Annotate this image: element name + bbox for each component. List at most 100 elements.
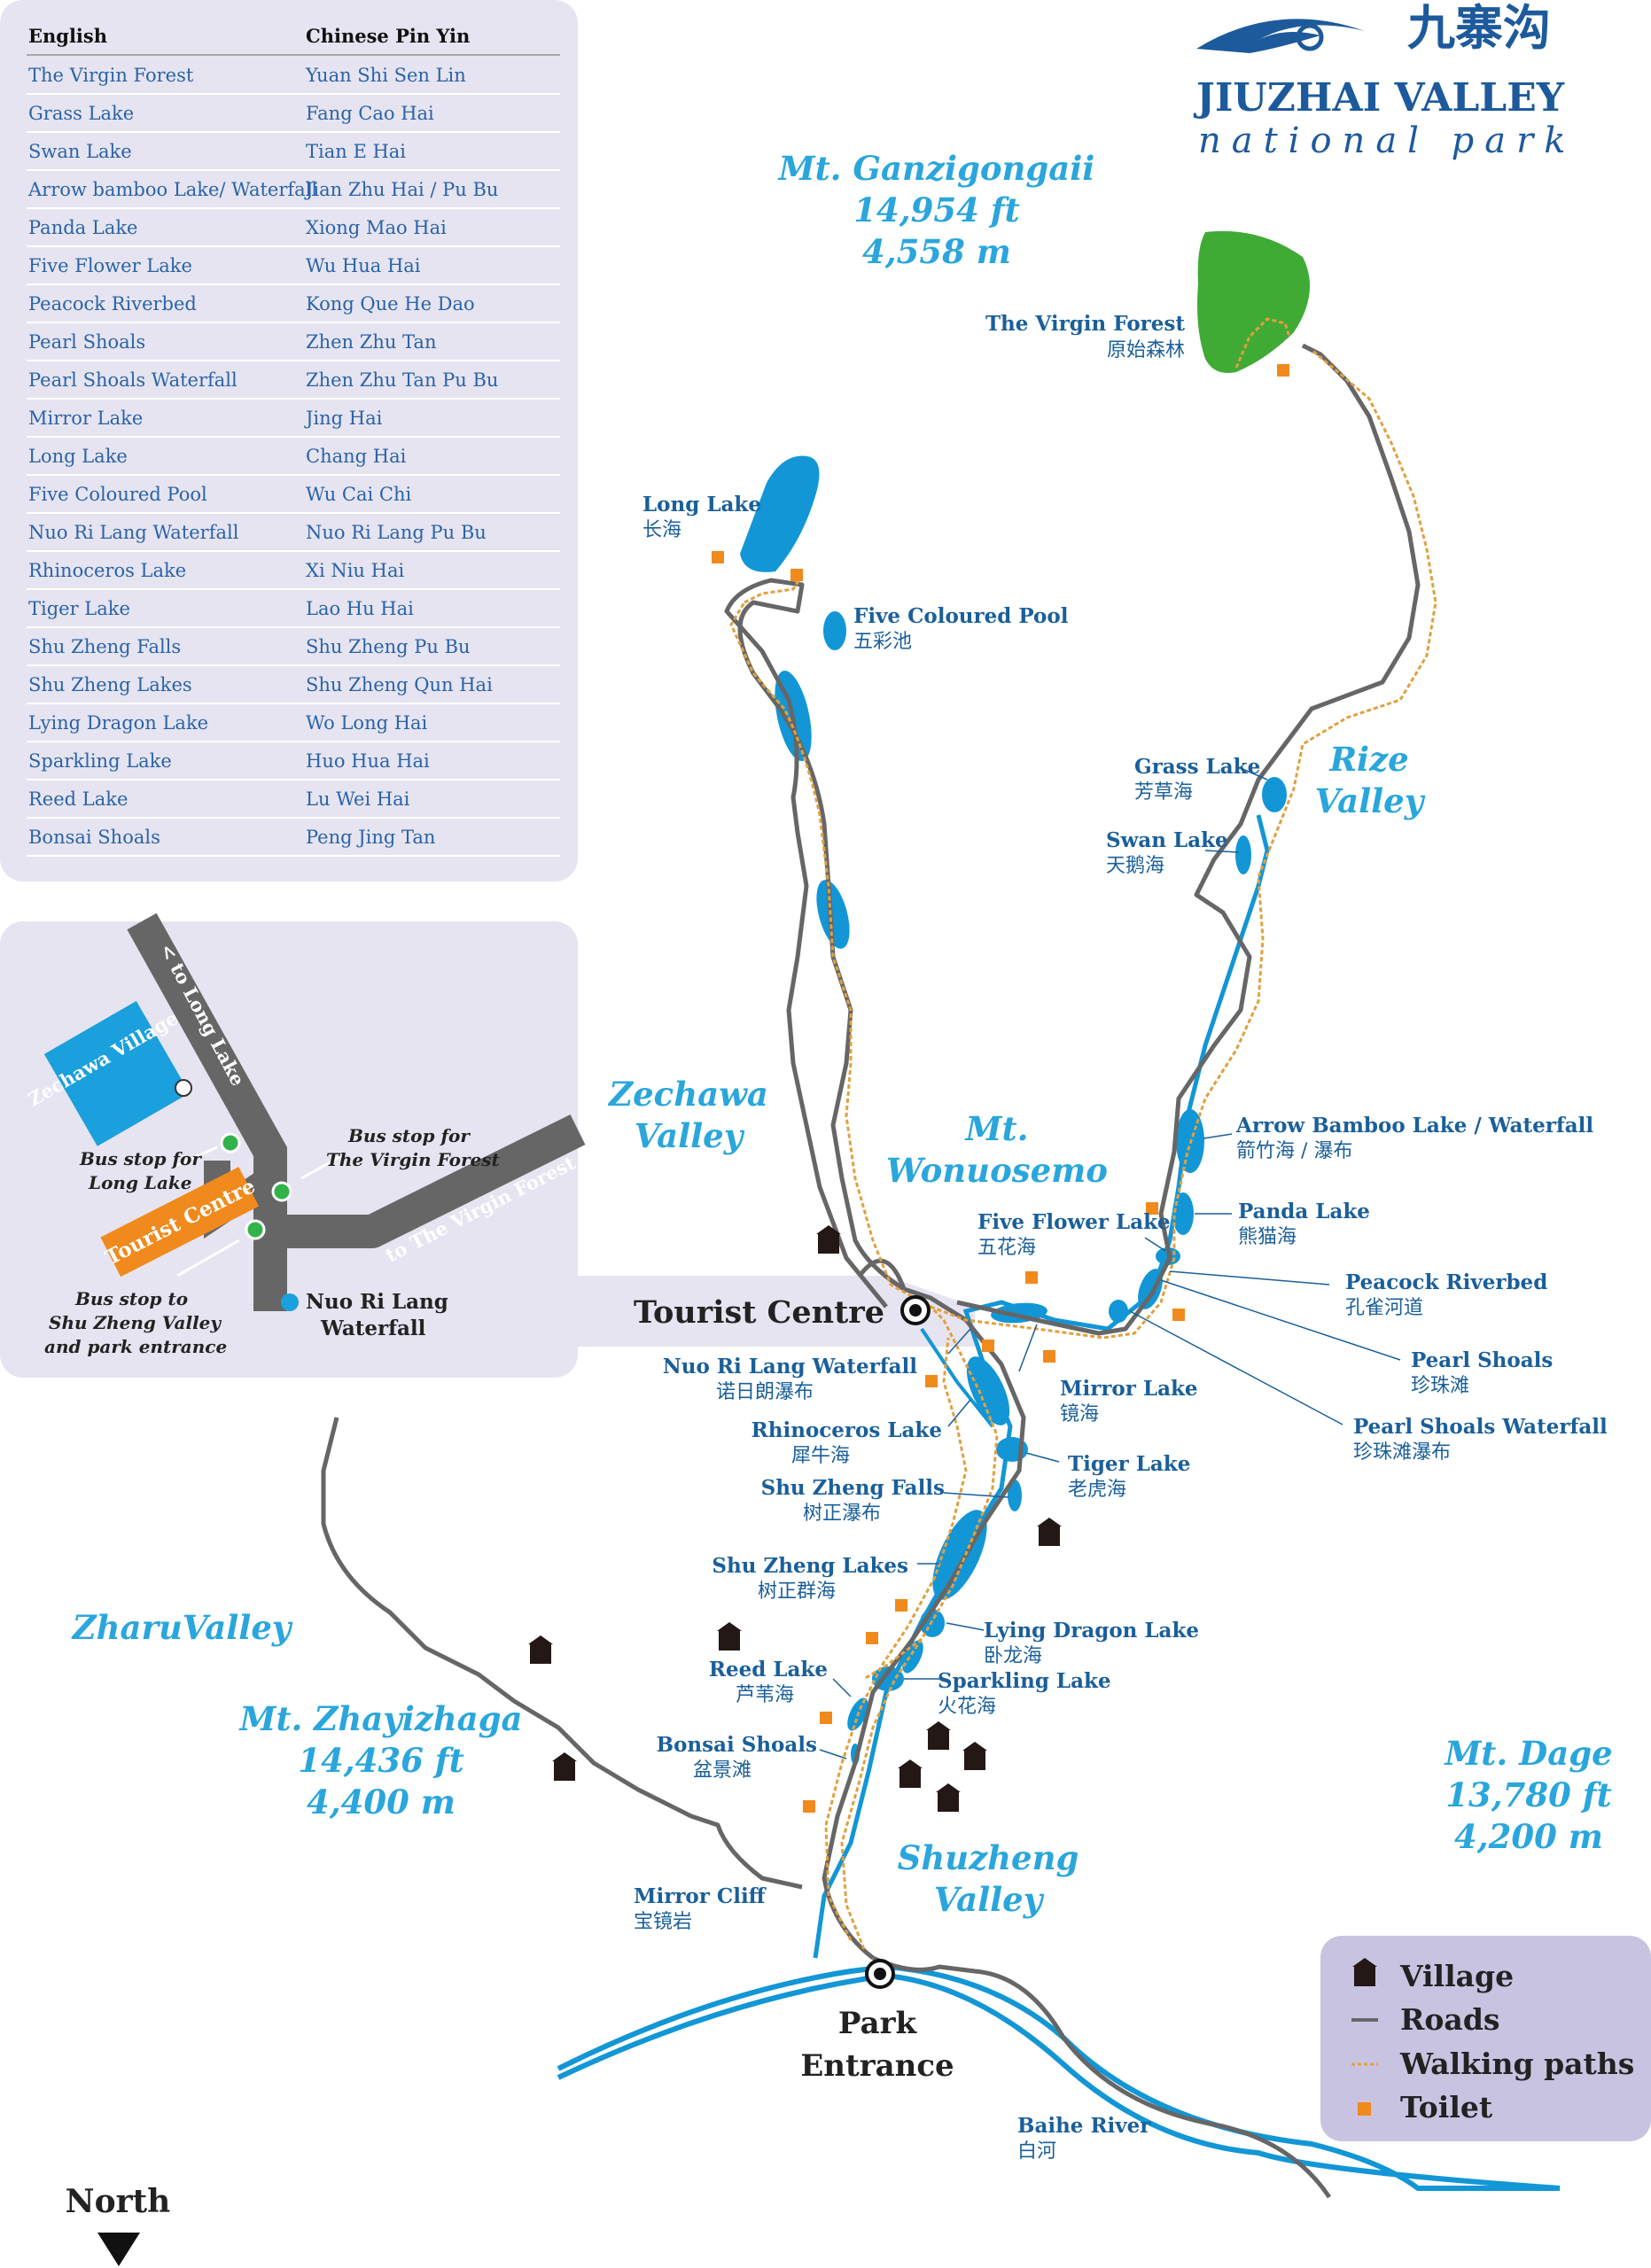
zechawa-valley-2: Valley <box>635 1116 745 1155</box>
label-tourist-centre: Tourist Centre <box>634 1294 884 1331</box>
north-indicator: North <box>66 2183 171 2266</box>
mt-zhayizhaga-name: Mt. Zhayizhaga <box>238 1699 523 1738</box>
walking-paths <box>729 317 1437 1950</box>
table-cell-pinyin: Nuo Ri Lang Pu Bu <box>306 522 487 543</box>
table-cell-pinyin: Wu Cai Chi <box>306 484 412 505</box>
brand-logo: 九寨沟 JIUZHAI VALLEY national park <box>1193 0 1577 161</box>
label-peacock-zh: 孔雀河道 <box>1345 1297 1423 1319</box>
table-cell-english: Tiger Lake <box>28 598 130 619</box>
label-swan-lake-en: Swan Lake <box>1106 828 1228 852</box>
label-grass-lake-en: Grass Lake <box>1134 755 1260 779</box>
label-arrow-bamboo-en: Arrow Bamboo Lake / Waterfall <box>1235 1114 1593 1138</box>
table-cell-pinyin: Tian E Hai <box>306 141 406 162</box>
brand-title: JIUZHAI VALLEY <box>1193 75 1565 120</box>
table-cell-english: The Virgin Forest <box>28 65 194 86</box>
table-cell-english: Grass Lake <box>28 103 134 124</box>
long-lake-shape <box>740 455 820 572</box>
table-cell-english: Reed Lake <box>28 788 128 810</box>
table-cell-english: Pearl Shoals <box>28 331 145 353</box>
label-swan-lake-zh: 天鹅海 <box>1106 855 1164 877</box>
table-cell-pinyin: Zhen Zhu Tan Pu Bu <box>306 369 498 391</box>
label-baihe-zh: 白河 <box>1017 2140 1056 2163</box>
table-cell-pinyin: Lu Wei Hai <box>306 788 410 810</box>
mt-ganzigongaii-ft: 14,954 ft <box>853 190 1020 229</box>
table-cell-pinyin: Zhen Zhu Tan <box>306 331 436 353</box>
toilet-icon <box>820 1712 832 1724</box>
table-cell-pinyin: Xi Niu Hai <box>306 560 404 581</box>
legend-roads: Roads <box>1400 2002 1499 2037</box>
table-cell-english: Swan Lake <box>28 141 132 162</box>
panda-lake-shape <box>1172 1192 1194 1235</box>
label-lying-dragon-en: Lying Dragon Lake <box>984 1619 1199 1643</box>
bus-stop-long-lake-icon <box>220 1132 241 1153</box>
label-rhinoceros-en: Rhinoceros Lake <box>752 1418 942 1442</box>
table-cell-pinyin: Peng Jing Tan <box>306 827 435 848</box>
table-cell-pinyin: Jian Zhu Hai / Pu Bu <box>304 179 498 200</box>
table-cell-english: Shu Zheng Falls <box>28 636 181 657</box>
zechawa-valley-1: Zechawa <box>607 1075 768 1114</box>
label-shu-lakes-en: Shu Zheng Lakes <box>712 1554 908 1578</box>
label-five-flower-en: Five Flower Lake <box>977 1210 1171 1234</box>
legend-toilet: Toilet <box>1400 2090 1493 2124</box>
inset-bus-virgin-1: Bus stop for <box>347 1125 471 1146</box>
valley-stream <box>813 814 1270 1959</box>
label-reed-lake-en: Reed Lake <box>709 1658 828 1682</box>
mt-dage-ft: 13,780 ft <box>1445 1775 1612 1814</box>
table-cell-english: Five Flower Lake <box>28 255 192 276</box>
village-icon <box>962 1742 987 1770</box>
legend-paths: Walking paths <box>1399 2047 1634 2081</box>
table-header-english: English <box>28 25 107 47</box>
label-shu-lakes-zh: 树正群海 <box>758 1581 836 1603</box>
table-cell-pinyin: Shu Zheng Qun Hai <box>306 674 493 695</box>
leader-lines <box>819 765 1401 1759</box>
table-cell-english: Sparkling Lake <box>28 750 172 772</box>
label-panda-lake-en: Panda Lake <box>1238 1200 1370 1223</box>
toilet-icon <box>803 1800 815 1813</box>
label-bonsai-en: Bonsai Shoals <box>657 1733 817 1757</box>
label-mirror-cliff-zh: 宝镜岩 <box>634 1911 692 1933</box>
label-peacock-en: Peacock Riverbed <box>1345 1270 1547 1294</box>
mt-wonuosemo-1: Mt. <box>964 1109 1029 1148</box>
virgin-forest-area <box>1197 230 1310 373</box>
village-icon <box>717 1622 742 1651</box>
label-virgin-forest-zh: 原始森林 <box>1107 339 1185 361</box>
label-pearl-shoals-zh: 珍珠滩 <box>1411 1375 1469 1397</box>
bus-stop-shu-zheng-icon <box>245 1219 266 1240</box>
label-bonsai-zh: 盆景滩 <box>693 1759 752 1782</box>
north-arrow-icon <box>97 2233 140 2266</box>
label-nuo-ri-lang-en: Nuo Ri Lang Waterfall <box>663 1355 917 1379</box>
toilet-icon <box>1146 1202 1158 1215</box>
label-long-lake-en: Long Lake <box>642 493 761 517</box>
table-cell-english: Shu Zheng Lakes <box>28 674 192 695</box>
label-shu-falls-en: Shu Zheng Falls <box>761 1476 945 1500</box>
rize-valley-2: Valley <box>1315 781 1426 820</box>
table-cell-pinyin: Shu Zheng Pu Bu <box>306 636 471 657</box>
legend: Village Roads Walking paths Toilet <box>1320 1936 1651 2141</box>
toilet-icon <box>1025 1271 1038 1284</box>
toilet-icon <box>895 1599 907 1612</box>
label-sparkling-zh: 火花海 <box>938 1696 996 1718</box>
label-park-entrance-2: Entrance <box>800 2048 954 2084</box>
inset-nuo-1: Nuo Ri Lang <box>306 1290 448 1314</box>
brand-subtitle: national park <box>1198 120 1577 161</box>
shuzheng-valley-2: Valley <box>934 1880 1045 1919</box>
mt-zhayizhaga-ft: 14,436 ft <box>298 1741 464 1780</box>
village-icon <box>528 1635 553 1664</box>
table-cell-pinyin: Wo Long Hai <box>306 712 428 734</box>
inset-bus-shu-2: Shu Zheng Valley <box>49 1312 222 1333</box>
roads <box>321 343 1421 2199</box>
table-cell-english: Panda Lake <box>28 217 138 238</box>
label-rhinoceros-zh: 犀牛海 <box>791 1445 850 1467</box>
toilet-icon <box>1043 1350 1055 1363</box>
table-cell-pinyin: Xiong Mao Hai <box>306 217 447 238</box>
label-park-entrance-1: Park <box>838 2006 918 2041</box>
label-mirror-cliff-en: Mirror Cliff <box>634 1884 767 1908</box>
table-cell-english: Arrow bamboo Lake/ Waterfall <box>27 179 317 200</box>
table-header-pinyin: Chinese Pin Yin <box>306 25 470 47</box>
north-label: North <box>66 2183 171 2220</box>
table-cell-pinyin: Lao Hu Hai <box>306 598 414 619</box>
label-baihe-en: Baihe River <box>1017 2114 1151 2138</box>
toilets <box>712 364 1289 1813</box>
